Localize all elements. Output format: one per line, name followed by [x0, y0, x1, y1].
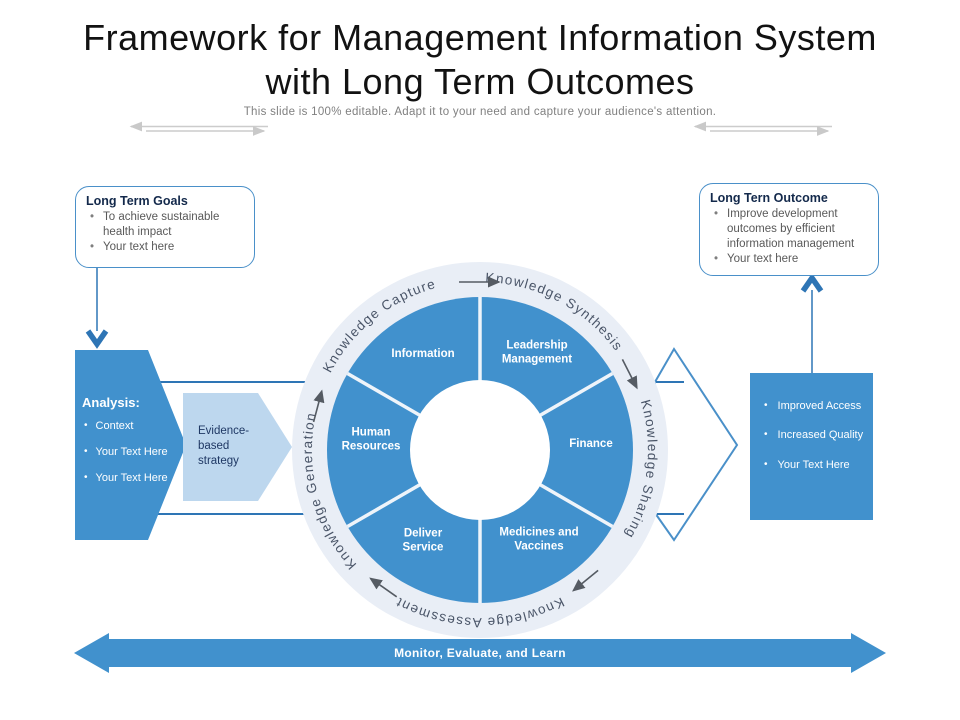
page-title-line-1: Framework for Management Information Sys…	[83, 17, 877, 58]
list-item-text: Improved Access	[777, 400, 862, 412]
list-item-text: Increased Quality	[777, 429, 864, 442]
bullet-icon: •	[714, 252, 719, 265]
evidence-chevron-shape	[183, 393, 292, 501]
segment-human-resources: Human Resources	[341, 426, 401, 453]
bullet-icon: •	[764, 400, 768, 411]
long-term-outcome-list: • Improve development outcomes by efficie…	[710, 207, 868, 267]
page-subtitle: This slide is 100% editable. Adapt it to…	[243, 106, 717, 118]
bullet-icon: •	[90, 211, 95, 223]
long-term-goals-title: Long Term Goals	[86, 194, 188, 208]
bullet-icon: •	[84, 446, 88, 458]
list-item-text: Your text here	[103, 240, 175, 253]
list-item: • Improve development outcomes by efficie…	[710, 207, 868, 252]
analysis-list: • Context • Your Text Here • Your Text Here	[82, 420, 186, 486]
analysis-panel: Analysis: • Context • Your Text Here • Your…	[82, 395, 186, 499]
list-item-text: Context	[95, 420, 134, 432]
page-title-line-2: with Long Term Outcomes	[265, 60, 695, 102]
monitor-arrow-label: Monitor, Evaluate, and Learn	[394, 646, 566, 660]
cycle-direction-arrows	[312, 276, 638, 598]
list-item: • To achieve sustainable health impact	[86, 210, 244, 240]
list-item: • Increased Quality	[764, 428, 865, 442]
bullet-icon: •	[84, 472, 88, 484]
bullet-icon: •	[764, 458, 768, 470]
long-term-goals-box: Long Term Goals • To achieve sustainable …	[75, 186, 255, 268]
list-item-text: Your Text Here	[95, 472, 168, 485]
list-item-text: Improve development outcomes by efficien…	[727, 208, 855, 250]
cycle-center-hole	[410, 380, 550, 520]
results-to-outcome-connector	[800, 273, 824, 373]
goals-to-analysis-connector	[85, 268, 109, 349]
list-item: • Context	[82, 420, 186, 433]
page-title: Framework for Management Information Sys…	[40, 16, 920, 104]
results-list: • Improved Access • Increased Quality • You…	[764, 399, 865, 472]
bullet-icon: •	[84, 420, 88, 431]
long-term-outcome-title: Long Tern Outcome	[710, 191, 828, 205]
decorative-arrows-right	[693, 121, 832, 136]
decorative-arrows-left	[129, 121, 268, 136]
segment-finance: Finance	[569, 437, 613, 450]
list-item-text: Your Text Here	[95, 446, 168, 459]
band-stubs	[656, 381, 684, 515]
list-item: • Your Text Here	[764, 458, 865, 472]
analysis-shape	[75, 350, 186, 540]
segment-medicines-and-vaccines: Medicines and Vaccines	[499, 526, 579, 553]
list-item-text: To achieve sustainable health impact	[103, 211, 220, 238]
segment-information: Information	[391, 347, 455, 360]
list-item: • Your Text Here	[82, 472, 186, 485]
list-item-text: Your Text Here	[777, 458, 850, 471]
segment-leadership-management: Leadership Management	[501, 339, 573, 366]
monitor-arrow-shape	[74, 633, 886, 673]
bullet-icon: •	[90, 240, 95, 253]
list-item-text: Your text here	[727, 252, 799, 265]
long-term-outcome-box: Long Tern Outcome • Improve development o…	[699, 183, 879, 276]
list-item: • Your text here	[86, 240, 244, 255]
evidence-strategy-label: Evidence-based strategy	[198, 425, 250, 467]
list-item: • Improved Access	[764, 399, 865, 413]
bullet-icon: •	[714, 208, 719, 220]
segment-deliver-service: Deliver Service	[402, 527, 444, 554]
list-item: • Your text here	[710, 252, 868, 267]
bullet-icon: •	[764, 429, 768, 441]
analysis-title: Analysis:	[82, 395, 140, 410]
long-term-goals-list: • To achieve sustainable health impact • Y…	[86, 210, 244, 255]
list-item: • Your Text Here	[82, 446, 186, 459]
results-box: • Improved Access • Increased Quality • You…	[750, 373, 873, 520]
